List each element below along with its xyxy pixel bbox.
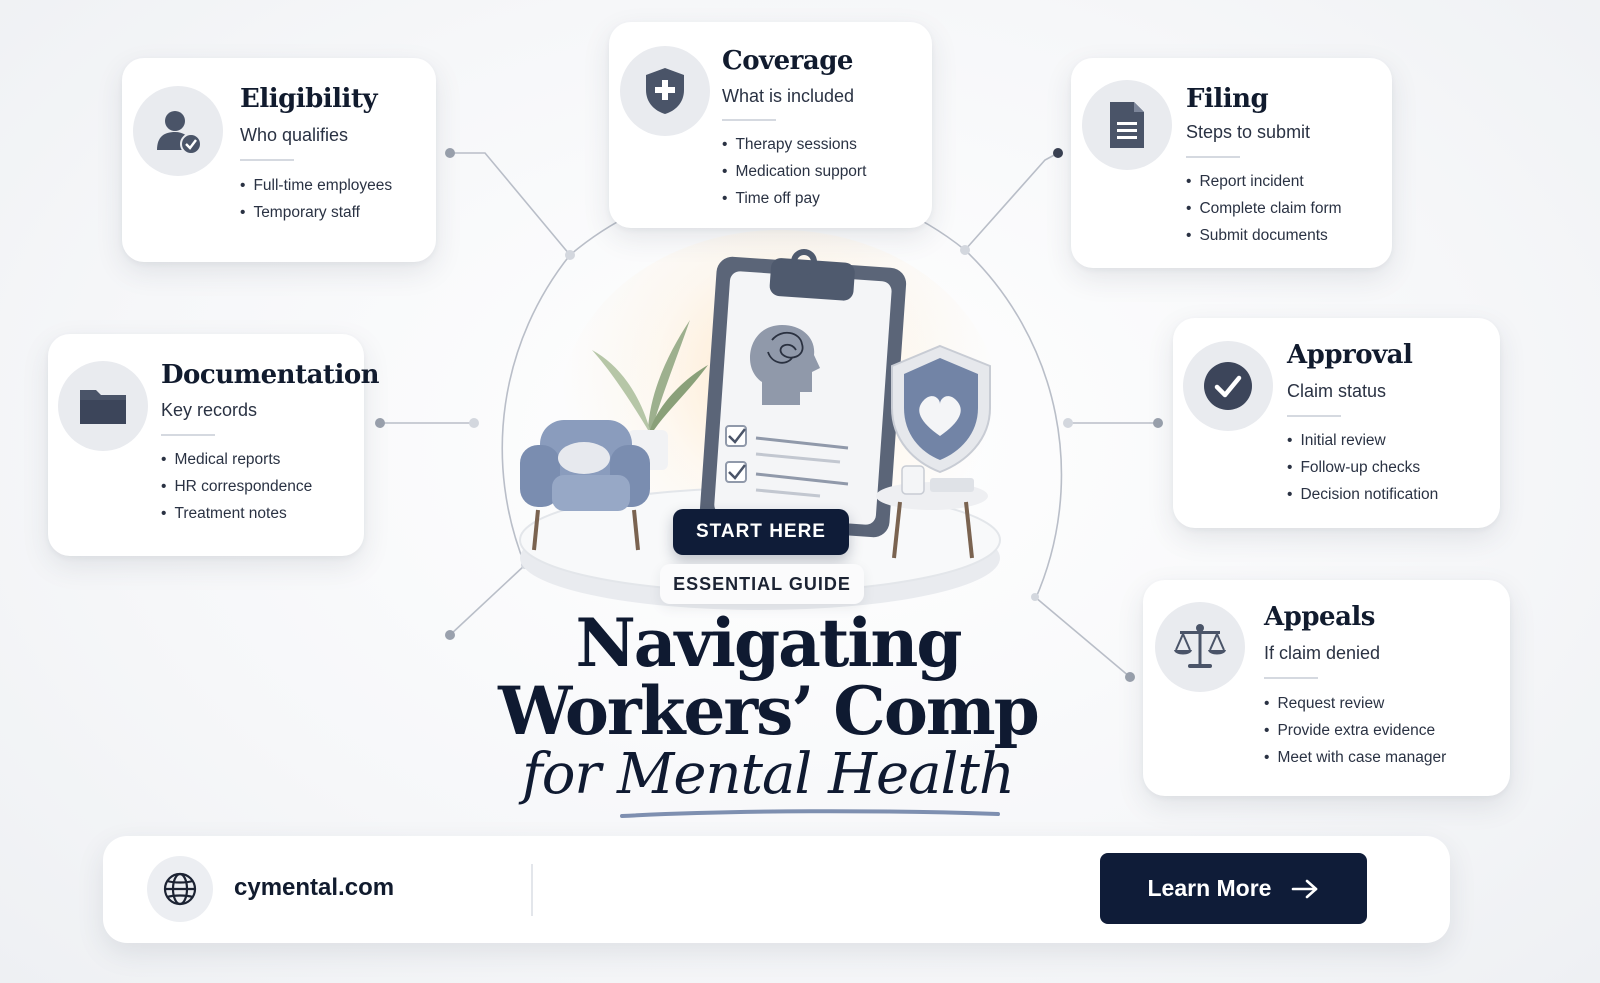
- filing-title: Filing: [1186, 84, 1269, 114]
- coverage-title: Coverage: [722, 46, 853, 76]
- filing-list: Report incident Complete claim form Subm…: [1186, 168, 1342, 249]
- shield-plus-icon: [620, 46, 710, 136]
- scales-icon: [1155, 602, 1245, 692]
- appeals-title: Appeals: [1264, 602, 1375, 632]
- coverage-subtitle: What is included: [722, 86, 855, 106]
- coverage-card[interactable]: Coverage What is included Therapy sessio…: [609, 22, 932, 228]
- list-item: Follow-up checks: [1287, 454, 1438, 481]
- divider: [240, 159, 294, 161]
- filing-card[interactable]: Filing Steps to submit Report incident C…: [1071, 58, 1392, 268]
- user-check-icon: [133, 86, 223, 176]
- essential-guide-label: ESSENTIAL GUIDE: [660, 564, 864, 604]
- list-item: Complete claim form: [1186, 195, 1341, 222]
- list-item: Report incident: [1186, 168, 1342, 195]
- hero-underline: [620, 809, 1000, 818]
- list-item: Full-time employees: [240, 172, 392, 199]
- check-circle-icon: [1183, 341, 1273, 431]
- coverage-list: Therapy sessions Medication support Time…: [722, 131, 866, 212]
- center-illustration: [519, 249, 1001, 610]
- divider: [722, 119, 776, 121]
- list-item: Treatment notes: [161, 500, 312, 527]
- eligibility-title: Eligibility: [240, 84, 378, 114]
- list-item: Submit documents: [1186, 222, 1342, 249]
- list-item: HR correspondence: [161, 473, 312, 500]
- start-here-button[interactable]: START HERE: [673, 509, 849, 555]
- globe-icon: [147, 856, 213, 922]
- list-item: Medical reports: [161, 446, 312, 473]
- eligibility-subtitle: Who qualifies: [240, 125, 349, 145]
- list-item: Initial review: [1287, 427, 1438, 454]
- list-item: Therapy sessions: [722, 131, 866, 158]
- documentation-subtitle: Key records: [161, 400, 258, 420]
- divider: [161, 434, 215, 436]
- divider: [1287, 415, 1341, 417]
- divider: [1186, 156, 1240, 158]
- approval-card[interactable]: Approval Claim status Initial review Fol…: [1173, 318, 1500, 528]
- documentation-card[interactable]: Documentation Key records Medical report…: [48, 334, 380, 556]
- eligibility-list: Full-time employees Temporary staff: [240, 172, 392, 226]
- appeals-subtitle: If claim denied: [1264, 643, 1381, 663]
- approval-subtitle: Claim status: [1287, 381, 1387, 401]
- hero-title-line3: for Mental Health: [521, 742, 1015, 807]
- list-item: Provide extra evidence: [1264, 717, 1446, 744]
- filing-subtitle: Steps to submit: [1186, 122, 1311, 142]
- list-item: Meet with case manager: [1264, 744, 1446, 771]
- divider: [1264, 677, 1318, 679]
- approval-list: Initial review Follow-up checks Decision…: [1287, 427, 1438, 508]
- approval-title: Approval: [1287, 340, 1413, 370]
- website-link[interactable]: cymental.com: [234, 874, 395, 901]
- list-item: Temporary staff: [240, 199, 392, 226]
- folder-icon: [58, 361, 148, 451]
- arrow-right-icon: [1292, 879, 1318, 898]
- list-item: Time off pay: [722, 185, 866, 212]
- list-item: Decision notification: [1287, 481, 1438, 508]
- hero-title-line1: Navigating: [575, 604, 962, 682]
- hero-title-line2: Workers’ Comp: [498, 672, 1040, 750]
- footer-bar: cymental.com Learn More: [103, 836, 1450, 943]
- list-item: Request review: [1264, 690, 1446, 717]
- documentation-title: Documentation: [161, 360, 380, 390]
- list-item: Medication support: [722, 158, 866, 185]
- documentation-list: Medical reports HR correspondence Treatm…: [161, 446, 312, 527]
- document-icon: [1082, 80, 1172, 170]
- appeals-list: Request review Provide extra evidence Me…: [1264, 690, 1446, 771]
- learn-more-button[interactable]: Learn More: [1100, 853, 1367, 924]
- eligibility-card[interactable]: Eligibility Who qualifies Full-time empl…: [122, 58, 436, 262]
- divider: [531, 864, 533, 916]
- learn-more-label: Learn More: [1147, 875, 1272, 901]
- appeals-card[interactable]: Appeals If claim denied Request review P…: [1143, 580, 1510, 796]
